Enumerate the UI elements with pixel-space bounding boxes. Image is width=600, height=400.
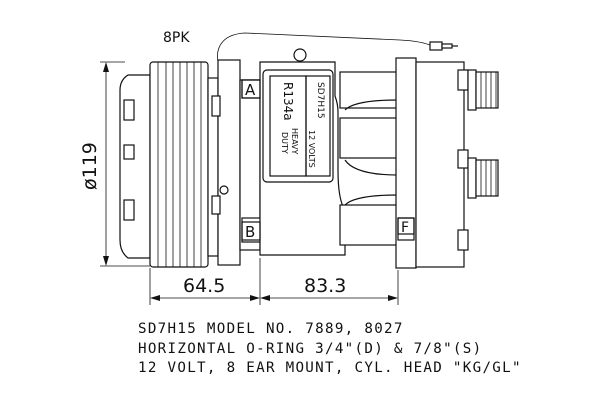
spec-caption: SD7H15 MODEL NO. 7889, 8027 HORIZONTAL O… <box>138 320 588 379</box>
label-volts: 12 VOLTS <box>307 130 316 168</box>
dim-body: 83.3 <box>304 275 346 297</box>
pulley <box>119 61 219 268</box>
label-plate: SD7H15 12 VOLTS R134a HEAVY DUTY <box>269 75 331 177</box>
diameter-label: ø119 <box>79 142 101 190</box>
caption-line-mount: 12 VOLT, 8 EAR MOUNT, CYL. HEAD "KG/GL" <box>138 360 522 376</box>
mark-f: F <box>401 220 409 236</box>
discharge-fitting <box>467 157 499 199</box>
belt-label: 8PK <box>163 30 190 46</box>
mark-a: A <box>245 81 256 99</box>
label-model: SD7H15 <box>315 82 325 119</box>
label-duty: DUTY <box>280 132 289 154</box>
length-dimensions: 64.5 83.3 <box>149 258 399 305</box>
dim-front: 64.5 <box>183 275 225 297</box>
front-housing <box>211 59 263 266</box>
label-heavy: HEAVY <box>290 128 299 155</box>
caption-line-model: SD7H15 MODEL NO. 7889, 8027 <box>138 321 404 337</box>
label-refrigerant: R134a <box>281 82 295 121</box>
wire-connector <box>429 41 443 51</box>
mark-b: B <box>245 223 255 241</box>
electrical-wire <box>217 32 433 63</box>
suction-fitting <box>467 69 499 111</box>
compressor-body <box>219 48 399 256</box>
cylinder-head <box>395 57 469 269</box>
diameter-dimension: ø119 <box>79 61 150 267</box>
caption-line-oring: HORIZONTAL O-RING 3/4"(D) & 7/8"(S) <box>138 340 483 357</box>
